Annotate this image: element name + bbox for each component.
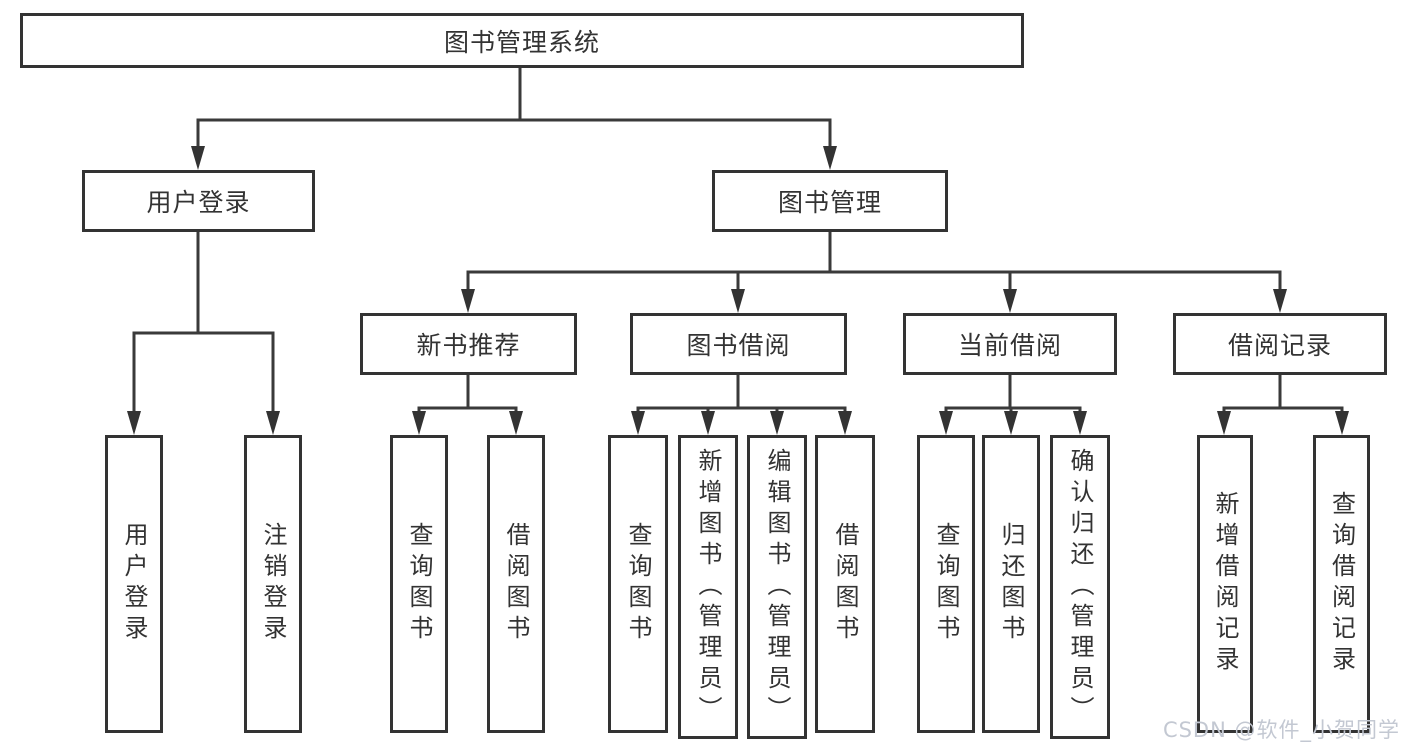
leaf-borrowing-add-books-admin-label: 新增图书（管理员） [694,447,722,727]
node-borrowing-records: 借阅记录 [1173,313,1387,375]
leaf-logout: 注销登录 [244,435,302,733]
leaf-records-query-record-label: 查询借阅记录 [1327,491,1356,677]
leaf-logout-label: 注销登录 [259,522,287,646]
connector-current-borrowing-children [939,373,1087,435]
leaf-newbook-query-books-label: 查询图书 [405,522,433,646]
leaf-borrowing-query-books: 查询图书 [608,435,668,733]
node-user-login-label: 用户登录 [146,188,251,217]
node-current-borrowing: 当前借阅 [903,313,1117,375]
connector-root-to-level2 [191,66,837,170]
leaf-records-query-record: 查询借阅记录 [1313,435,1370,733]
leaf-user-login-label: 用户登录 [120,522,148,646]
node-book-borrowing: 图书借阅 [630,313,847,375]
leaf-borrowing-borrow-books: 借阅图书 [815,435,875,733]
leaf-borrowing-edit-books-admin: 编辑图书（管理员） [747,435,807,739]
leaf-borrowing-edit-books-admin-label: 编辑图书（管理员） [763,447,791,727]
leaf-current-return-books: 归还图书 [982,435,1040,733]
leaf-borrowing-add-books-admin: 新增图书（管理员） [678,435,738,739]
leaf-current-confirm-return-admin-label: 确认归还（管理员） [1066,447,1094,727]
node-library-system-label: 图书管理系统 [443,27,600,57]
connector-user-login-to-children [127,230,280,435]
leaf-newbook-borrow-books-label: 借阅图书 [502,522,530,646]
node-book-management: 图书管理 [712,170,948,232]
leaf-records-add-record-label: 新增借阅记录 [1211,491,1239,677]
node-library-system: 图书管理系统 [20,13,1024,68]
leaf-borrowing-query-books-label: 查询图书 [624,522,652,646]
node-borrowing-records-label: 借阅记录 [1227,331,1332,360]
connector-borrowing-records-children [1217,373,1349,435]
leaf-current-return-books-label: 归还图书 [997,522,1025,646]
leaf-records-add-record: 新增借阅记录 [1197,435,1253,733]
leaf-user-login: 用户登录 [105,435,163,733]
node-user-login: 用户登录 [82,170,315,232]
leaf-newbook-borrow-books: 借阅图书 [487,435,545,733]
leaf-current-confirm-return-admin: 确认归还（管理员） [1050,435,1110,739]
node-current-borrowing-label: 当前借阅 [957,331,1062,360]
node-new-book-recommend-label: 新书推荐 [416,331,521,360]
node-new-book-recommend: 新书推荐 [360,313,577,375]
connector-new-book-recommend-children [412,373,523,435]
connector-book-management-to-modules [461,230,1287,313]
leaf-borrowing-borrow-books-label: 借阅图书 [831,522,859,646]
connector-book-borrowing-children [631,373,852,435]
leaf-newbook-query-books: 查询图书 [390,435,448,733]
node-book-borrowing-label: 图书借阅 [686,331,791,360]
node-book-management-label: 图书管理 [777,188,882,217]
leaf-current-query-books: 查询图书 [917,435,975,733]
leaf-current-query-books-label: 查询图书 [932,522,960,646]
